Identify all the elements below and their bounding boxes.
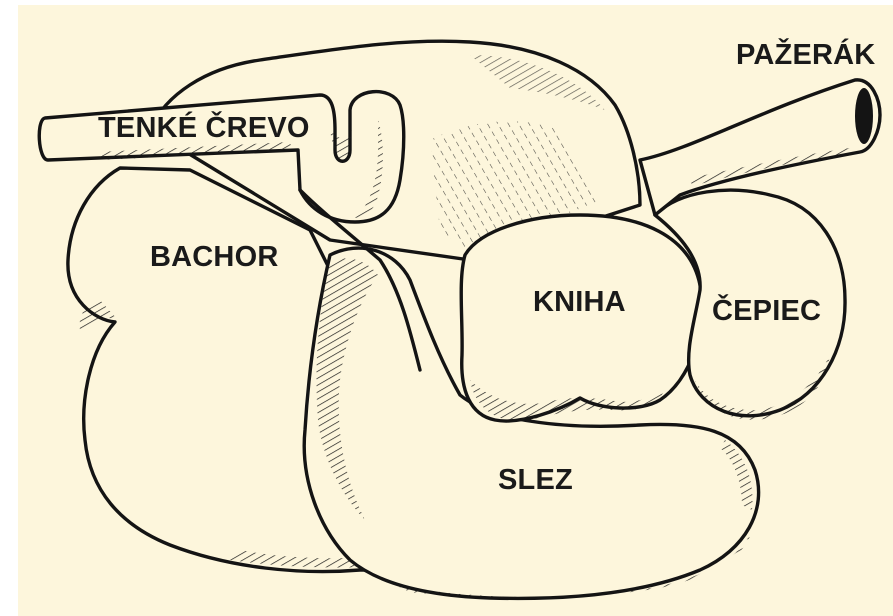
label-small-intestine: TENKÉ ČREVO bbox=[98, 110, 310, 144]
label-omasum: KNIHA bbox=[533, 286, 626, 318]
label-abomasum: SLEZ bbox=[498, 464, 573, 496]
label-rumen: BACHOR bbox=[150, 241, 278, 273]
label-esophagus: PAŽERÁK bbox=[736, 37, 875, 71]
esophagus-opening bbox=[855, 88, 873, 144]
label-reticulum: ČEPIEC bbox=[712, 293, 821, 327]
